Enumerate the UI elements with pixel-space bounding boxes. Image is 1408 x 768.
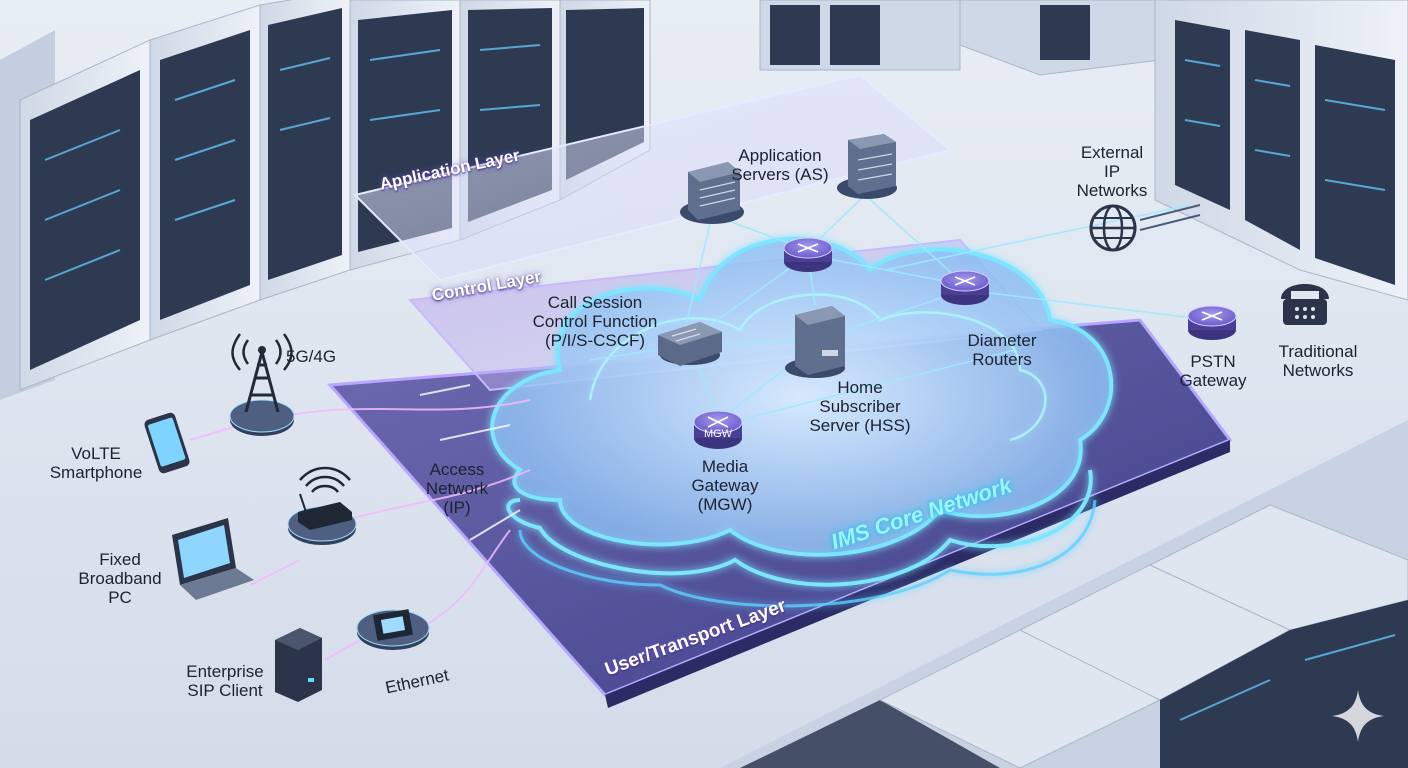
application-layer-plate bbox=[353, 73, 953, 282]
access-line-1: Access bbox=[429, 460, 485, 479]
ims-core-cloud bbox=[490, 236, 1114, 608]
app-servers-label: Application Servers (AS) bbox=[715, 146, 845, 184]
cscf-label: Call Session Control Function (P/I/S-CSC… bbox=[520, 293, 670, 350]
broadband-label: Fixed Broadband PC bbox=[60, 550, 180, 607]
application-server-2 bbox=[837, 134, 897, 199]
hss-server bbox=[785, 306, 845, 378]
sparkle-watermark bbox=[1332, 690, 1384, 742]
hss-label: Home Subscriber Server (HSS) bbox=[800, 378, 920, 435]
mgw-line-2: Gateway bbox=[691, 476, 759, 495]
media-gateway bbox=[693, 410, 743, 449]
smartphone-icon bbox=[144, 412, 190, 474]
volte-line-2: Smartphone bbox=[49, 463, 143, 482]
cell-label: 5G/4G bbox=[286, 347, 337, 366]
ethernet-port-icon bbox=[356, 609, 430, 650]
mgw-line-3: (MGW) bbox=[697, 495, 753, 514]
volte-line-1: VoLTE bbox=[71, 444, 121, 463]
mgw-line-1: Media bbox=[701, 457, 749, 476]
globe-icon bbox=[1089, 204, 1137, 252]
pstn-line-1: PSTN bbox=[1190, 352, 1236, 371]
cscf-line-1: Call Session bbox=[547, 293, 643, 312]
hss-line-1: Home bbox=[837, 378, 883, 397]
cscf-line-2: Control Function bbox=[532, 312, 658, 331]
enterprise-line-1: Enterprise bbox=[186, 662, 264, 681]
app-servers-line-2: Servers (AS) bbox=[731, 165, 829, 184]
broadband-line-3: PC bbox=[108, 588, 132, 607]
external-ip-line-3: Networks bbox=[1076, 181, 1148, 200]
mgw-label: Media Gateway (MGW) bbox=[675, 457, 775, 514]
core-router-top bbox=[783, 237, 833, 272]
broadband-line-1: Fixed bbox=[99, 550, 141, 569]
pstn-line-2: Gateway bbox=[1179, 371, 1247, 390]
volte-label: VoLTE Smartphone bbox=[36, 444, 156, 482]
hss-line-3: Server (HSS) bbox=[809, 416, 911, 435]
access-links bbox=[189, 399, 531, 661]
external-ip-label: External IP Networks bbox=[1062, 143, 1162, 200]
diameter-router bbox=[940, 270, 990, 305]
traditional-networks-label: Traditional Networks bbox=[1258, 342, 1378, 380]
external-ip-line-1: External bbox=[1080, 143, 1144, 162]
cell-tower-icon bbox=[229, 333, 295, 436]
traditional-line-2: Networks bbox=[1282, 361, 1354, 380]
mgw-badge: MGW bbox=[703, 428, 733, 440]
desk-phone-icon bbox=[1281, 284, 1329, 325]
access-line-2: Network bbox=[425, 479, 489, 498]
access-network-arrows bbox=[419, 384, 521, 541]
access-network-label: Access Network (IP) bbox=[412, 460, 502, 517]
application-server-1 bbox=[680, 162, 744, 224]
traditional-line-1: Traditional bbox=[1278, 342, 1358, 361]
diameter-label: Diameter Routers bbox=[952, 331, 1052, 369]
laptop-icon bbox=[172, 518, 254, 600]
cscf-line-3: (P/I/S-CSCF) bbox=[544, 331, 646, 350]
app-servers-line-1: Application bbox=[738, 146, 822, 165]
server-racks-right bbox=[759, 0, 1408, 301]
diameter-line-1: Diameter bbox=[967, 331, 1037, 350]
broadband-line-2: Broadband bbox=[78, 569, 162, 588]
enterprise-line-2: SIP Client bbox=[187, 681, 263, 700]
pstn-gateway-router bbox=[1187, 305, 1237, 340]
cscf-switch bbox=[658, 322, 722, 366]
desktop-tower-icon bbox=[275, 628, 322, 702]
external-ip-line-2: IP bbox=[1103, 162, 1121, 181]
pstn-label: PSTN Gateway bbox=[1168, 352, 1258, 390]
wifi-router-icon bbox=[287, 466, 357, 545]
enterprise-label: Enterprise SIP Client bbox=[170, 662, 280, 700]
diameter-line-2: Routers bbox=[972, 350, 1032, 369]
external-link-arrows bbox=[1139, 204, 1201, 231]
server-racks-bottom bbox=[720, 420, 1408, 768]
hss-line-2: Subscriber bbox=[819, 397, 901, 416]
access-line-3: (IP) bbox=[443, 498, 471, 517]
